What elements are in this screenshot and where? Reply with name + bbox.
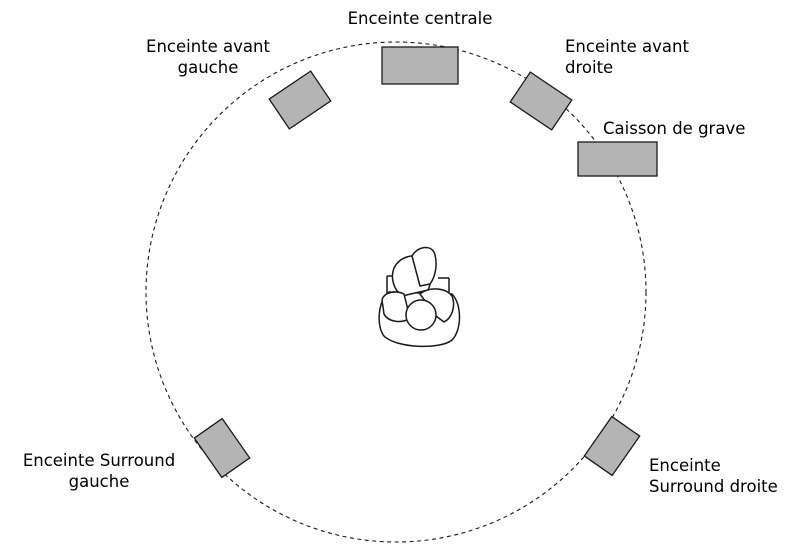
surround-right-speaker	[583, 415, 641, 477]
front-right-label-line-2: droite	[565, 58, 614, 77]
surround-left-label-line-1: Enceinte Surround	[22, 451, 176, 470]
listening-circle	[145, 41, 647, 543]
subwoofer-label-text: Caisson de grave	[603, 119, 746, 138]
front-right-speaker	[509, 71, 573, 131]
surround-left-speaker-label: Enceinte Surround gauche	[2, 450, 196, 492]
front-right-speaker-label: Enceinte avant droite	[565, 36, 725, 78]
center-speaker-label: Enceinte centrale	[340, 8, 500, 29]
center-speaker	[381, 46, 459, 85]
center-speaker-label-text: Enceinte centrale	[347, 9, 493, 28]
listener-seated-icon	[378, 246, 461, 348]
subwoofer-speaker	[577, 141, 658, 177]
subwoofer-label: Caisson de grave	[603, 118, 783, 139]
front-left-label-line-1: Enceinte avant	[146, 37, 270, 56]
surround-right-label-line-1: Enceinte	[649, 456, 721, 475]
surround-right-speaker-label: Enceinte Surround droite	[649, 455, 797, 497]
surround-left-speaker	[193, 417, 251, 479]
front-right-label-line-1: Enceinte avant	[565, 37, 689, 56]
front-left-label-line-2: gauche	[177, 58, 239, 77]
front-left-speaker	[268, 70, 332, 130]
surround-left-label-line-2: gauche	[68, 472, 130, 491]
surround-right-label-line-2: Surround droite	[649, 477, 778, 496]
front-left-speaker-label: Enceinte avant gauche	[128, 36, 288, 78]
